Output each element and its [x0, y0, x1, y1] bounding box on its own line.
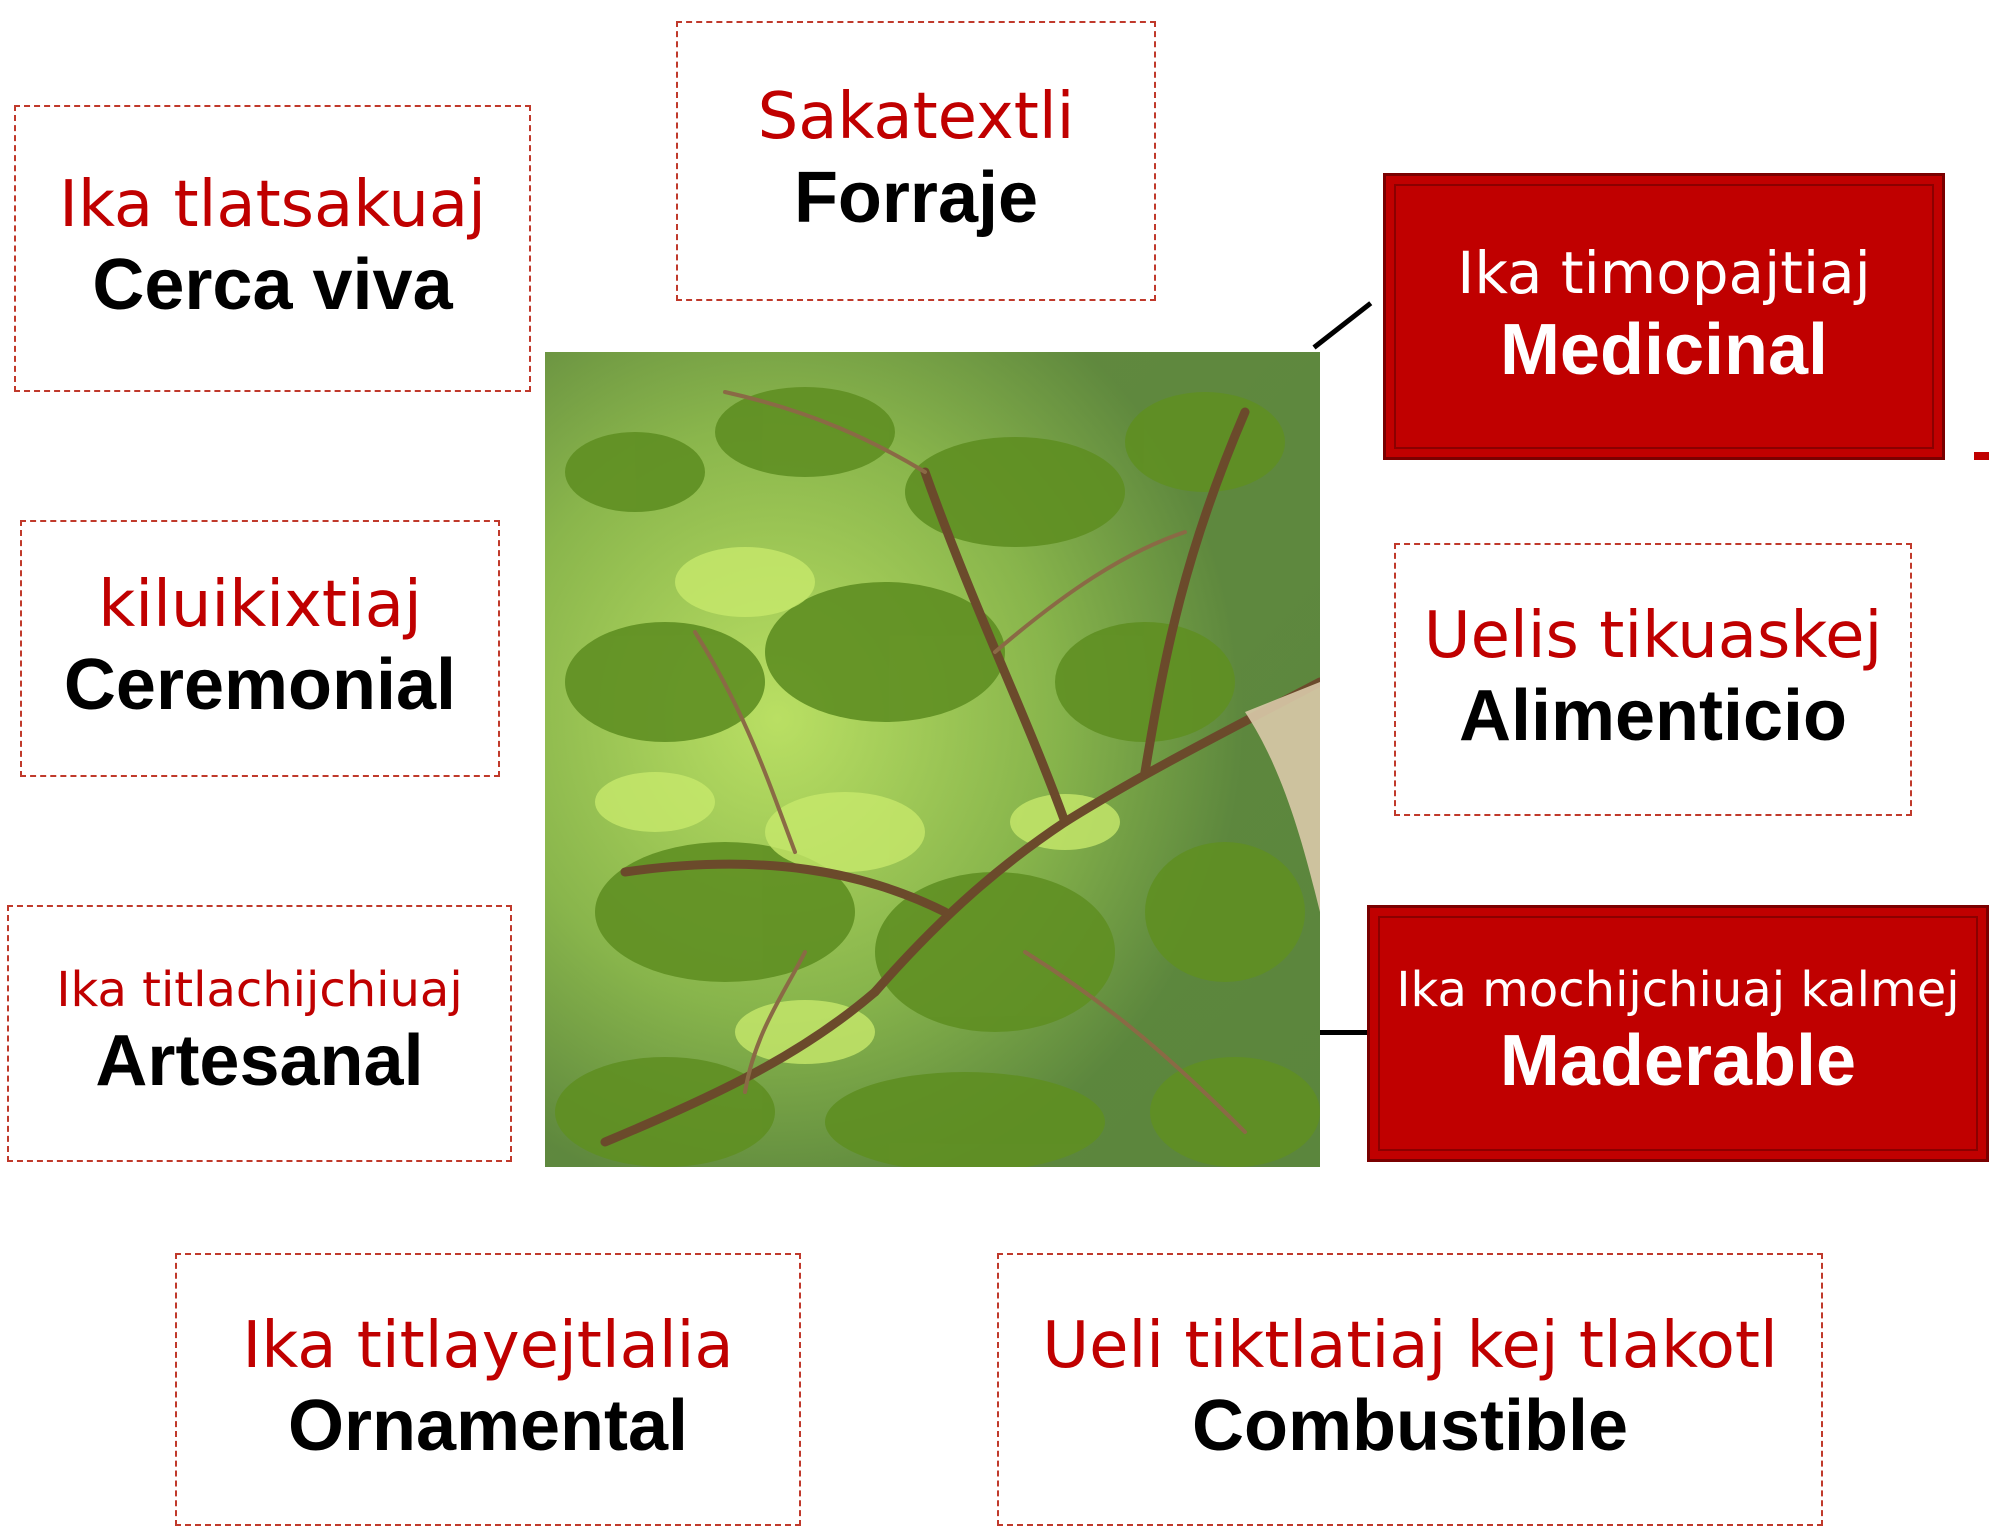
- use-box-alimenticio: Uelis tikuaskej Alimenticio: [1394, 543, 1912, 816]
- connector-maderable: [1320, 1030, 1372, 1035]
- spanish-label: Ornamental: [287, 1386, 689, 1467]
- spanish-label: Cerca viva: [92, 245, 453, 326]
- use-box-medicinal: Ika timopajtiaj Medicinal: [1383, 173, 1945, 460]
- native-label: Ika titlayejtlalia: [242, 1308, 734, 1383]
- use-box-ceremonial: kiluikixtiaj Ceremonial: [20, 520, 500, 777]
- native-label: Ika titlachijchiuaj: [56, 961, 463, 1018]
- spanish-label: Forraje: [793, 157, 1039, 238]
- native-label: Ueli tiktlatiaj kej tlakotl: [1042, 1308, 1778, 1383]
- spanish-label: Medicinal: [1499, 309, 1829, 390]
- native-label: kiluikixtiaj: [98, 567, 422, 642]
- use-box-combustible: Ueli tiktlatiaj kej tlakotl Combustible: [997, 1253, 1823, 1526]
- connector-medicinal: [1312, 301, 1373, 350]
- native-label: Ika mochijchiuaj kalmej: [1396, 961, 1960, 1018]
- connector-stub-right: [1974, 452, 1989, 460]
- native-label: Sakatextli: [757, 80, 1075, 154]
- spanish-label: Artesanal: [95, 1020, 424, 1101]
- spanish-label: Ceremonial: [63, 645, 457, 726]
- use-box-ornamental: Ika titlayejtlalia Ornamental: [175, 1253, 801, 1526]
- spanish-label: Alimenticio: [1458, 676, 1848, 757]
- use-box-forraje: Sakatextli Forraje: [676, 21, 1156, 301]
- native-label: Ika timopajtiaj: [1457, 238, 1871, 307]
- tree-canopy-photo: [545, 352, 1320, 1167]
- use-box-artesanal: Ika titlachijchiuaj Artesanal: [7, 905, 512, 1162]
- spanish-label: Maderable: [1499, 1020, 1857, 1101]
- spanish-label: Combustible: [1191, 1386, 1628, 1467]
- native-label: Uelis tikuaskej: [1423, 598, 1883, 673]
- use-box-maderable: Ika mochijchiuaj kalmej Maderable: [1367, 905, 1989, 1162]
- native-label: Ika tlatsakuaj: [59, 167, 486, 242]
- use-box-cerca-viva: Ika tlatsakuaj Cerca viva: [14, 105, 531, 392]
